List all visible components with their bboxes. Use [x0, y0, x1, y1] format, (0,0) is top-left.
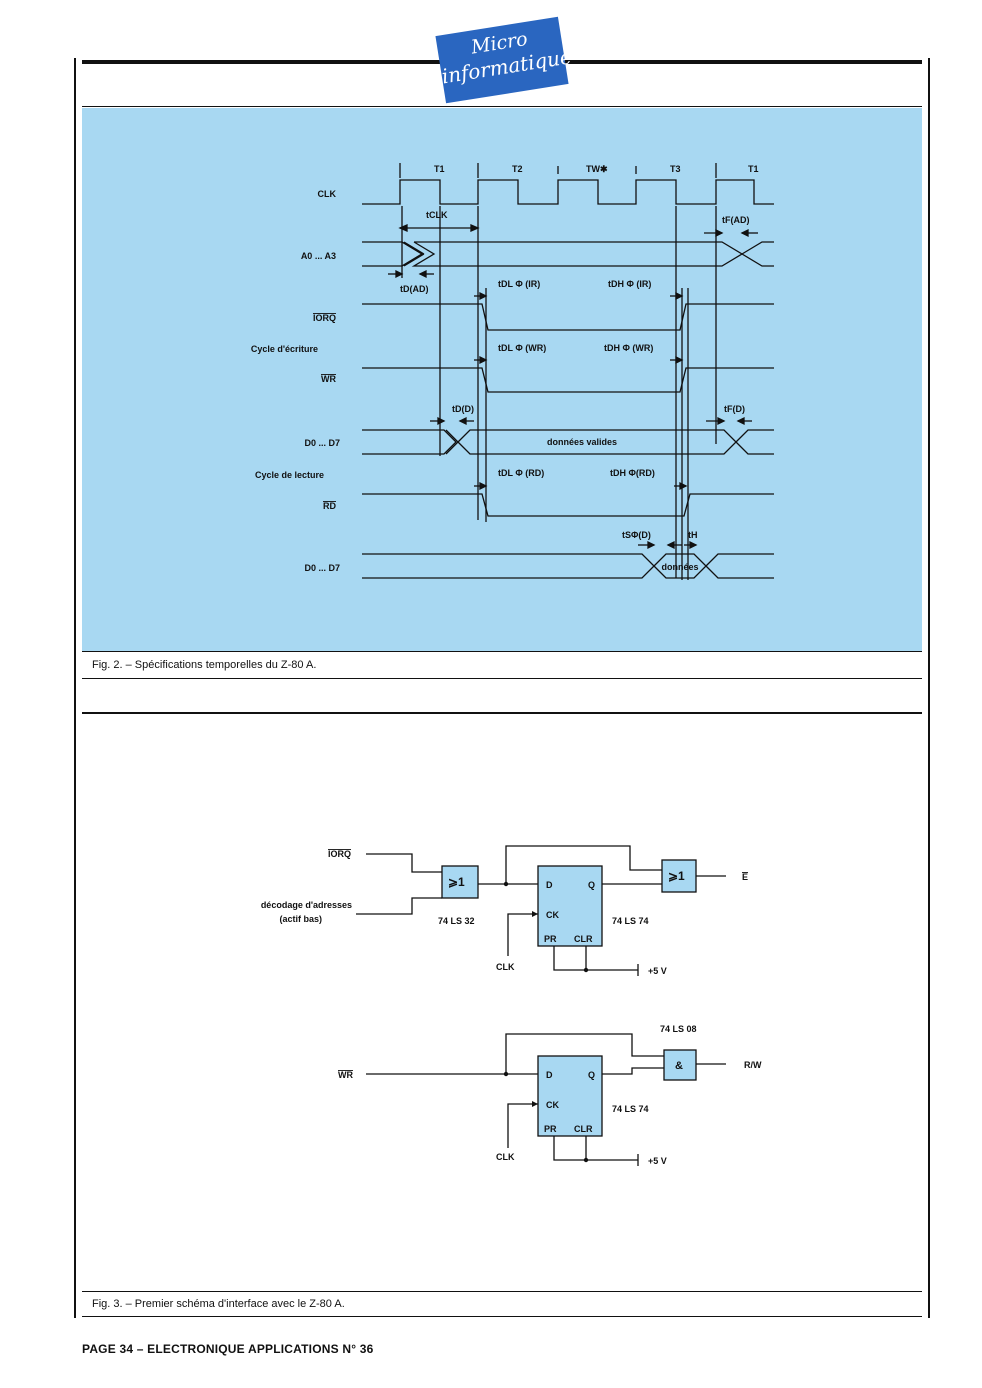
- top-output-e: E: [742, 872, 748, 882]
- right-border: [928, 58, 930, 1318]
- signal-iorq: IORQ: [313, 313, 336, 323]
- fig3-caption: Fig. 3. – Premier schéma d'interface ave…: [92, 1298, 345, 1310]
- top-iorq-label: IORQ: [328, 849, 351, 859]
- signal-clk: CLK: [318, 189, 337, 199]
- read-cycle-label: Cycle de lecture: [255, 470, 324, 480]
- top-decode-label-2: (actif bas): [279, 914, 322, 924]
- bottom-ff-part: 74 LS 74: [612, 1104, 649, 1114]
- label-tdl-ir: tDL Φ (IR): [498, 279, 540, 289]
- top-or-gate-symbol: ⩾1: [448, 875, 465, 889]
- timing-diagram: T1 T2 TW✱ T3 T1 CLK A0 ... A3 IORQ Cycle…: [251, 163, 774, 580]
- bottom-and-gate-symbol: &: [675, 1060, 683, 1072]
- bottom-clk-label: CLK: [496, 1152, 515, 1162]
- bottom-wr-label: WR: [338, 1070, 353, 1080]
- label-tfad: tF(AD): [722, 215, 750, 225]
- label-tdl-rd: tDL Φ (RD): [498, 468, 544, 478]
- fig3-top-rule: [82, 712, 922, 714]
- micro-informatique-logo: Micro informatique: [435, 16, 573, 104]
- write-cycle-label: Cycle d'écriture: [251, 344, 318, 354]
- bottom-ff-ck: CK: [546, 1100, 559, 1110]
- fig2-bottom-rule: [82, 651, 922, 652]
- label-tsd: tSΦ(D): [622, 530, 651, 540]
- label-tdl-wr: tDL Φ (WR): [498, 343, 546, 353]
- state-t3: T3: [670, 164, 681, 174]
- bottom-ff-pr: PR: [544, 1124, 557, 1134]
- top-ff-q: Q: [588, 880, 595, 890]
- signal-addr: A0 ... A3: [301, 251, 336, 261]
- label-tdd: tD(D): [452, 404, 474, 414]
- label-th: tH: [688, 530, 698, 540]
- timing-diagram-panel: T1 T2 TW✱ T3 T1 CLK A0 ... A3 IORQ Cycle…: [82, 108, 922, 651]
- bottom-ff-clr: CLR: [574, 1124, 593, 1134]
- top-ff-part: 74 LS 74: [612, 916, 649, 926]
- top-ff-pr: PR: [544, 934, 557, 944]
- signal-rd: RD: [323, 501, 336, 511]
- fig3-caption-rule: [82, 1316, 922, 1317]
- top-ff-d: D: [546, 880, 553, 890]
- label-tclk: tCLK: [426, 210, 448, 220]
- label-tdh-wr: tDH Φ (WR): [604, 343, 653, 353]
- fig2-top-rule: [82, 106, 922, 107]
- top-or-part: 74 LS 32: [438, 916, 475, 926]
- bottom-output-rw: R/W: [744, 1060, 762, 1070]
- left-border: [74, 58, 76, 1318]
- page-footer: PAGE 34 – ELECTRONIQUE APPLICATIONS N° 3…: [82, 1342, 374, 1356]
- top-clk-label: CLK: [496, 962, 515, 972]
- fig3-bottom-rule: [82, 1291, 922, 1292]
- state-t2: T2: [512, 164, 523, 174]
- bottom-and-part: 74 LS 08: [660, 1024, 697, 1034]
- state-t1b: T1: [748, 164, 759, 174]
- top-out-gate-symbol: ⩾1: [668, 869, 685, 883]
- bottom-vcc-label: +5 V: [648, 1156, 667, 1166]
- state-tw: TW✱: [586, 164, 608, 174]
- signal-data-write: D0 ... D7: [304, 438, 340, 448]
- signal-data-read: D0 ... D7: [304, 563, 340, 573]
- label-tdad: tD(AD): [400, 284, 429, 294]
- fig2-caption: Fig. 2. – Spécifications temporelles du …: [92, 659, 317, 671]
- top-decode-label: décodage d'adresses: [261, 900, 352, 910]
- label-donnees-valides: données valides: [547, 437, 617, 447]
- state-t1: T1: [434, 164, 445, 174]
- bottom-ff-d: D: [546, 1070, 553, 1080]
- top-vcc-label: +5 V: [648, 966, 667, 976]
- label-tfd: tF(D): [724, 404, 745, 414]
- label-donnees: données: [661, 562, 698, 572]
- label-tdh-rd: tDH Φ(RD): [610, 468, 655, 478]
- signal-wr: WR: [321, 374, 336, 384]
- bottom-ff-q: Q: [588, 1070, 595, 1080]
- label-tdh-ir: tDH Φ (IR): [608, 279, 651, 289]
- fig2-caption-rule: [82, 678, 922, 679]
- interface-schematic: IORQ décodage d'adresses (actif bas) ⩾1 …: [261, 845, 762, 1166]
- top-ff-ck: CK: [546, 910, 559, 920]
- top-ff-clr: CLR: [574, 934, 593, 944]
